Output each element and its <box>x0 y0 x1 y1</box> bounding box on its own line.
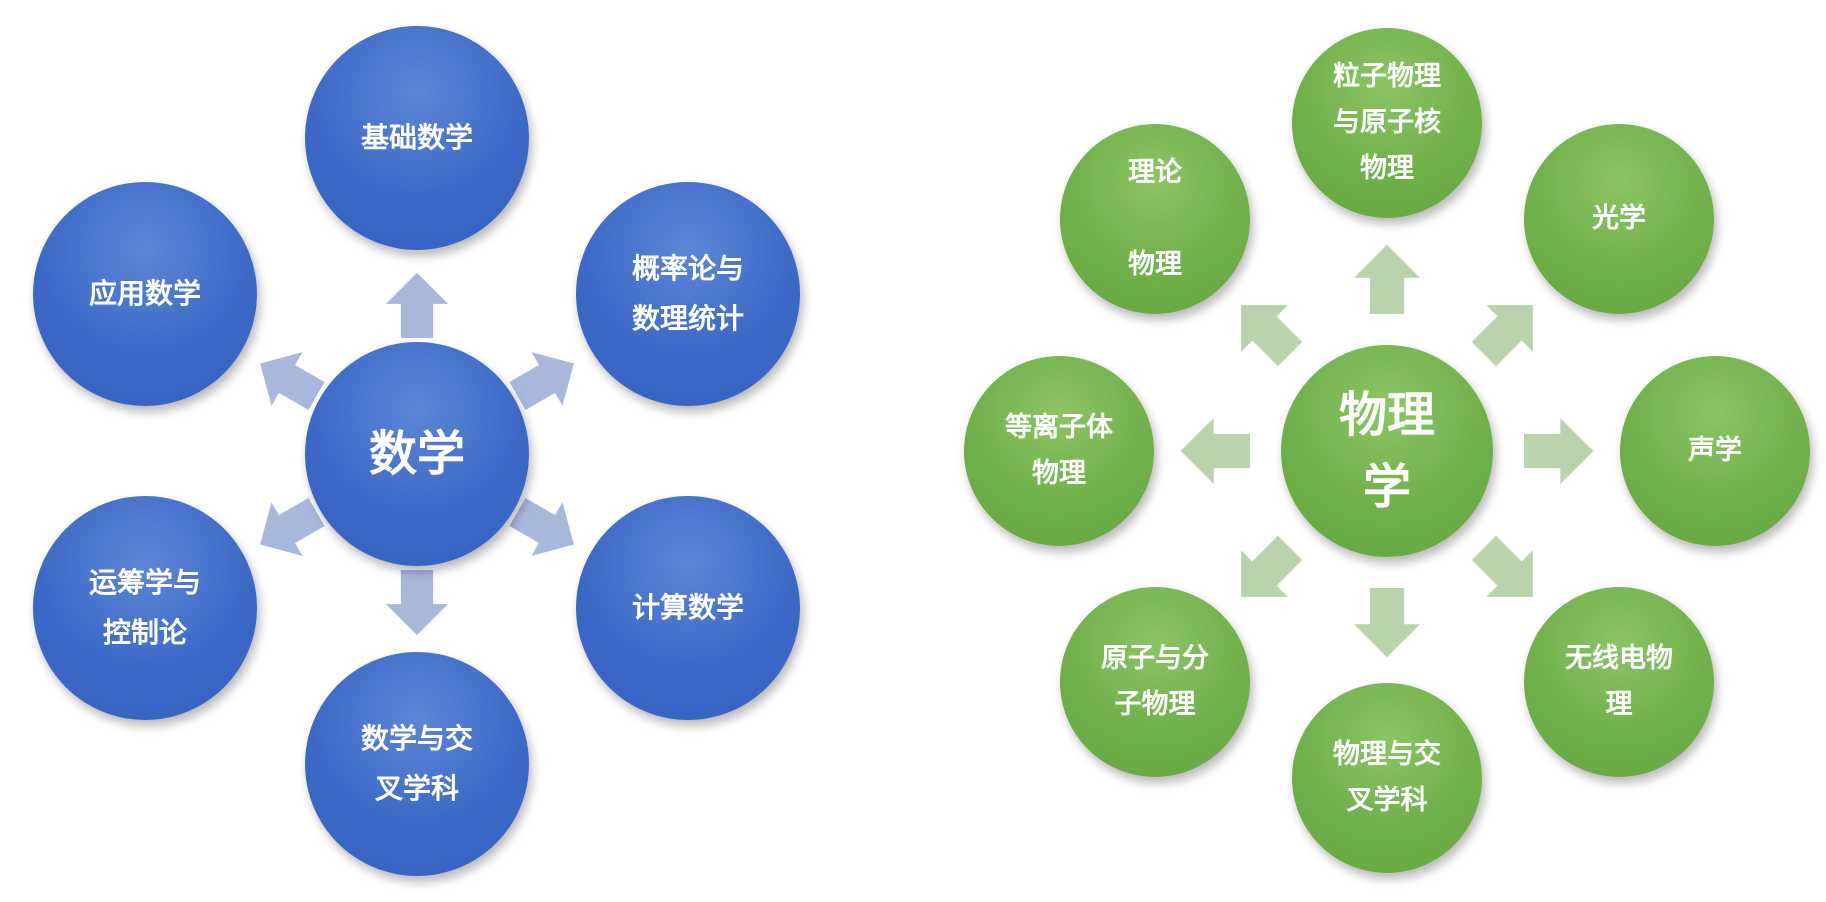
math-branch-applied-math: 应用数学 <box>33 182 257 406</box>
math-center-node: 数学 <box>305 342 529 566</box>
physics-arrow-1 <box>1471 305 1533 367</box>
physics-arrow-7 <box>1241 305 1303 367</box>
math-branch-basic-math: 基础数学 <box>305 26 529 250</box>
math-arrow-3 <box>386 570 448 636</box>
physics-center-node: 物理 学 <box>1281 345 1493 557</box>
physics-arrow-4 <box>1354 588 1420 658</box>
physics-branch-atomic-molecular: 原子与分 子物理 <box>1060 587 1250 777</box>
physics-branch-interdisciplinary: 物理与交 叉学科 <box>1292 683 1482 873</box>
physics-branch-radio-physics: 无线电物 理 <box>1524 587 1714 777</box>
math-arrow-2 <box>509 498 574 556</box>
math-branch-computational-math: 计算数学 <box>576 496 800 720</box>
physics-branch-optics: 光学 <box>1524 124 1714 314</box>
math-branch-interdisciplinary: 数学与交 叉学科 <box>305 652 529 876</box>
physics-branch-acoustics: 声学 <box>1620 356 1810 546</box>
physics-branch-plasma: 等离子体 物理 <box>964 356 1154 546</box>
math-arrow-1 <box>509 352 574 410</box>
math-branch-operations-control: 运筹学与 控制论 <box>33 496 257 720</box>
physics-arrow-0 <box>1354 244 1420 314</box>
math-arrow-4 <box>260 498 325 556</box>
physics-branch-particle-nuclear: 粒子物理 与原子核 物理 <box>1292 28 1482 218</box>
math-branch-probability-statistics: 概率论与 数理统计 <box>576 182 800 406</box>
physics-arrow-3 <box>1471 535 1533 597</box>
physics-arrow-5 <box>1241 535 1303 597</box>
math-arrow-0 <box>386 272 448 338</box>
physics-arrow-2 <box>1524 418 1594 484</box>
physics-arrow-6 <box>1180 418 1250 484</box>
physics-branch-theoretical: 理论 物理 <box>1060 124 1250 314</box>
math-arrow-5 <box>260 352 325 410</box>
